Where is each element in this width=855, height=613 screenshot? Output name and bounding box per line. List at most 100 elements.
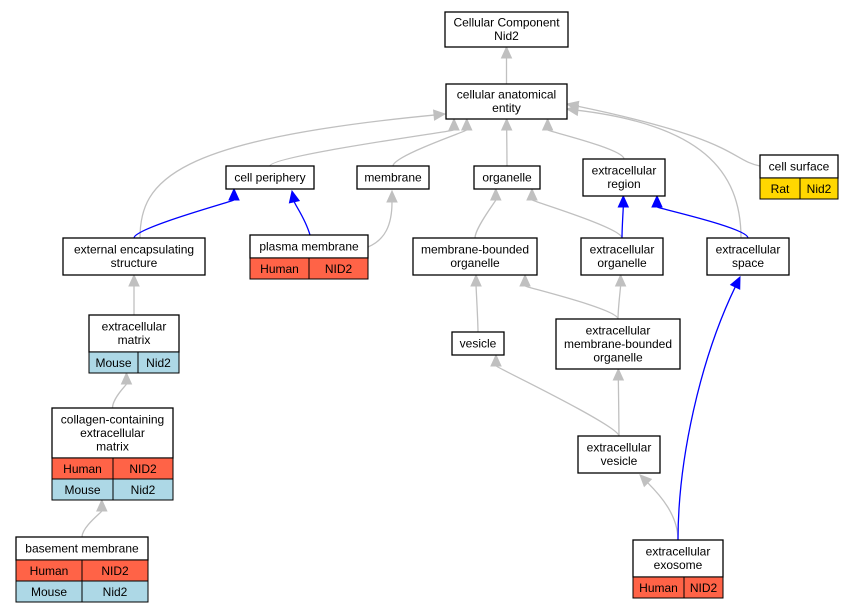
node-box xyxy=(225,165,315,190)
edge-line xyxy=(474,199,497,239)
edge-is-a xyxy=(269,117,460,167)
edge-layer xyxy=(81,45,761,541)
node-label: extracellular xyxy=(716,243,781,257)
node-collagen-ecm[interactable]: collagen-containingextracellularmatrixHu… xyxy=(51,407,174,501)
node-box xyxy=(62,237,206,276)
arrow-head-icon xyxy=(288,189,301,204)
edge-is-a xyxy=(565,104,742,239)
node-box xyxy=(473,165,541,190)
node-label: extracellular xyxy=(587,441,652,455)
node-box xyxy=(555,318,681,370)
gene-cell xyxy=(683,576,724,599)
node-label: external encapsulating xyxy=(74,243,194,257)
species-label: Rat xyxy=(771,182,790,196)
arrow-head-icon xyxy=(541,117,554,131)
node-label: extracellular xyxy=(586,323,651,337)
edge-is-a xyxy=(490,353,620,437)
edge-is-a xyxy=(81,498,108,538)
node-box xyxy=(412,237,538,276)
edge-line xyxy=(546,129,625,160)
edge-line xyxy=(139,114,435,239)
node-label: plasma membrane xyxy=(259,239,359,253)
node-membrane[interactable]: membrane xyxy=(356,165,430,190)
arrow-head-icon xyxy=(460,117,473,131)
node-label: extracellular xyxy=(592,164,657,178)
gene-label: Nid2 xyxy=(103,585,128,599)
node-label: exosome xyxy=(654,558,703,572)
arrow-head-icon xyxy=(128,273,140,287)
edge-is-a xyxy=(500,117,513,167)
edge-line xyxy=(677,286,736,541)
annotation-row: Human NID2 xyxy=(249,257,369,280)
species-label: Human xyxy=(63,462,102,476)
node-label: extracellular xyxy=(590,243,655,257)
node-label: collagen-containing xyxy=(61,412,164,426)
edge-line xyxy=(367,201,393,248)
edge-is-a xyxy=(519,273,619,320)
edge-line xyxy=(495,365,620,437)
gene-label: Nid2 xyxy=(131,483,156,497)
gene-label: NID2 xyxy=(325,262,353,276)
arrow-head-icon xyxy=(448,117,460,131)
annotation-row: Mouse Nid2 xyxy=(15,580,149,603)
gene-cell xyxy=(137,351,180,374)
edge-is-a xyxy=(565,100,761,167)
species-label: Human xyxy=(30,564,69,578)
species-label: Human xyxy=(639,581,678,595)
node-box xyxy=(88,314,180,353)
node-label: membrane xyxy=(364,170,422,184)
node-cell-periphery[interactable]: cell periphery xyxy=(225,165,315,190)
gene-cell xyxy=(308,257,369,280)
edge-is-a xyxy=(500,45,513,84)
edge-is-a xyxy=(639,474,679,541)
node-label: cell periphery xyxy=(234,170,305,184)
edge-part-of xyxy=(288,189,311,236)
node-label: cell surface xyxy=(769,159,830,173)
edge-line xyxy=(617,285,622,320)
edge-line xyxy=(656,206,749,239)
edge-is-a xyxy=(541,117,625,160)
species-label: Mouse xyxy=(31,585,67,599)
edge-line xyxy=(577,105,761,167)
species-label: Human xyxy=(260,262,299,276)
edge-line xyxy=(617,379,620,437)
arrow-head-icon xyxy=(470,273,482,287)
node-label: extracellular xyxy=(102,320,167,334)
edge-part-of xyxy=(651,194,749,239)
edge-line xyxy=(81,510,103,538)
node-vesicle[interactable]: vesicle xyxy=(451,331,505,356)
node-label: organelle xyxy=(450,256,500,270)
edge-line xyxy=(577,109,742,239)
arrow-head-icon xyxy=(96,498,108,512)
node-box xyxy=(580,237,664,276)
node-label: membrane-bounded xyxy=(564,337,672,351)
arrow-head-icon xyxy=(565,104,580,117)
node-box xyxy=(582,158,666,197)
arrow-head-icon xyxy=(500,117,513,131)
edge-part-of xyxy=(677,275,741,541)
gene-label: NID2 xyxy=(690,581,718,595)
node-label: membrane-bounded xyxy=(421,243,529,257)
edge-is-a xyxy=(614,273,627,320)
node-organelle[interactable]: organelle xyxy=(473,165,541,190)
edge-part-of xyxy=(133,187,240,239)
